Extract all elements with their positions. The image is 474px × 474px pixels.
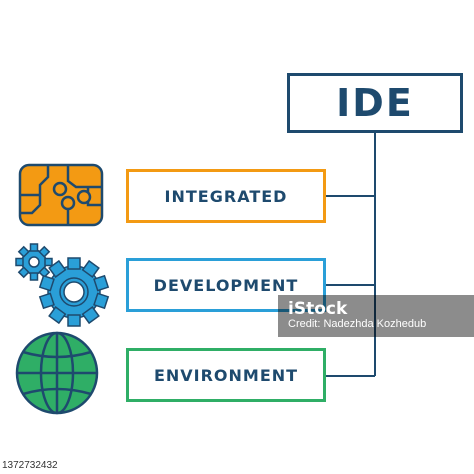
globe-icon [15, 331, 99, 415]
watermark-credit: Credit: Nadezhda Kozhedub [288, 318, 427, 330]
chip-icon [18, 163, 104, 227]
integrated-box: INTEGRATED [126, 169, 326, 223]
stock-id-text: 1372732432 [2, 460, 58, 471]
development-box: DEVELOPMENT [126, 258, 326, 312]
gears-icon [15, 243, 110, 327]
title-box: IDE [287, 73, 463, 133]
integrated-label: INTEGRATED [164, 186, 288, 206]
environment-label: ENVIRONMENT [153, 365, 299, 385]
watermark-logo: iStock [278, 295, 474, 337]
watermark-brand: iStock [288, 299, 348, 319]
title-text: IDE [336, 81, 414, 125]
environment-box: ENVIRONMENT [126, 348, 326, 402]
development-label: DEVELOPMENT [153, 275, 299, 295]
stock-id-bar: 1372732432 [0, 459, 474, 474]
